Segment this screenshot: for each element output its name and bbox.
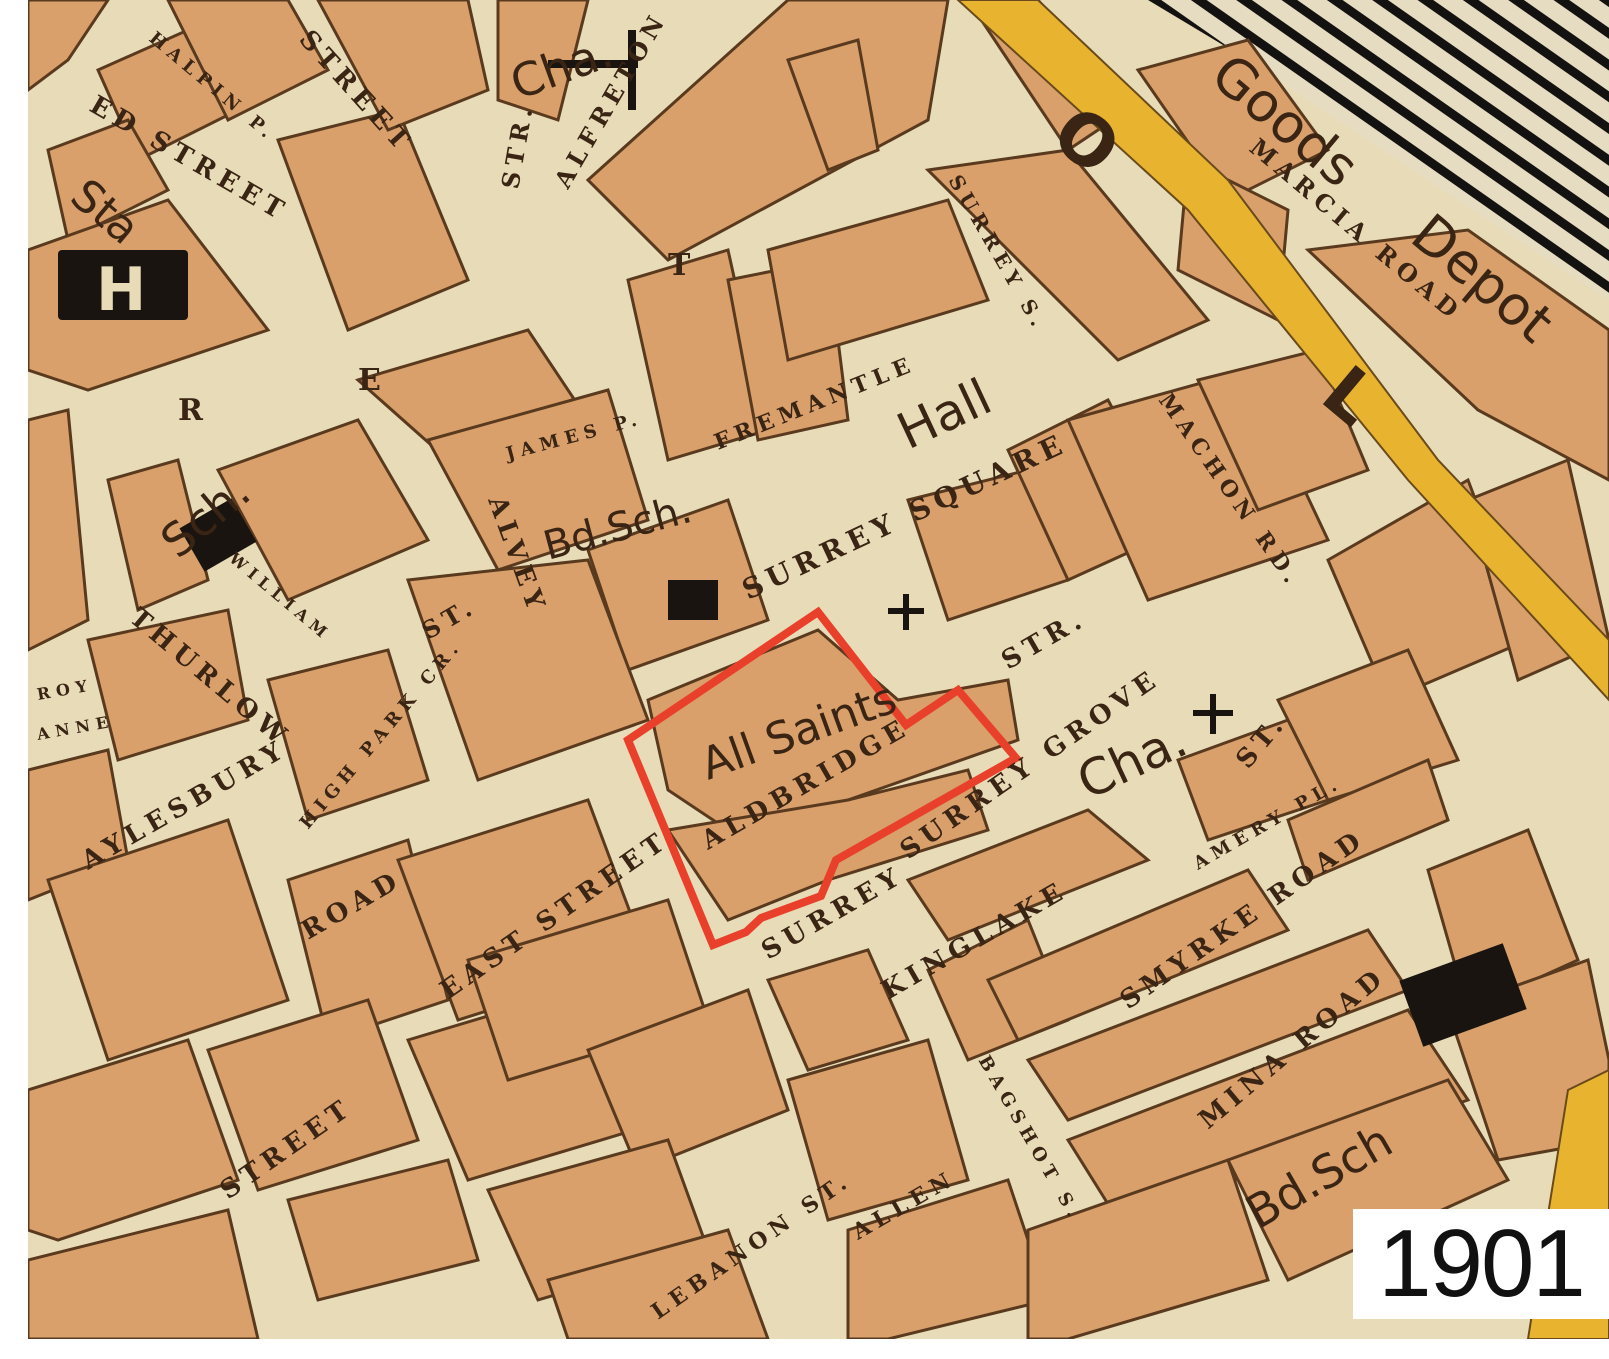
label-r: R — [178, 393, 209, 428]
year-badge: 1901 — [1353, 1209, 1609, 1319]
label-h: H — [96, 255, 146, 325]
label-e: E — [358, 363, 387, 398]
map-frame: STREET Goods Depot MARCIA ROAD ALFRETON … — [28, 0, 1609, 1339]
map-symbols — [58, 30, 1527, 1047]
hospital-symbol-h — [58, 250, 188, 320]
year-label: 1901 — [1378, 1210, 1586, 1317]
railway-line — [956, 0, 1609, 702]
all-saints-highlight — [623, 606, 1023, 951]
map-canvas: STREET Goods Depot MARCIA ROAD ALFRETON … — [28, 0, 1609, 1339]
railway-tracks — [1038, 0, 1609, 300]
label-t: T — [668, 248, 696, 283]
